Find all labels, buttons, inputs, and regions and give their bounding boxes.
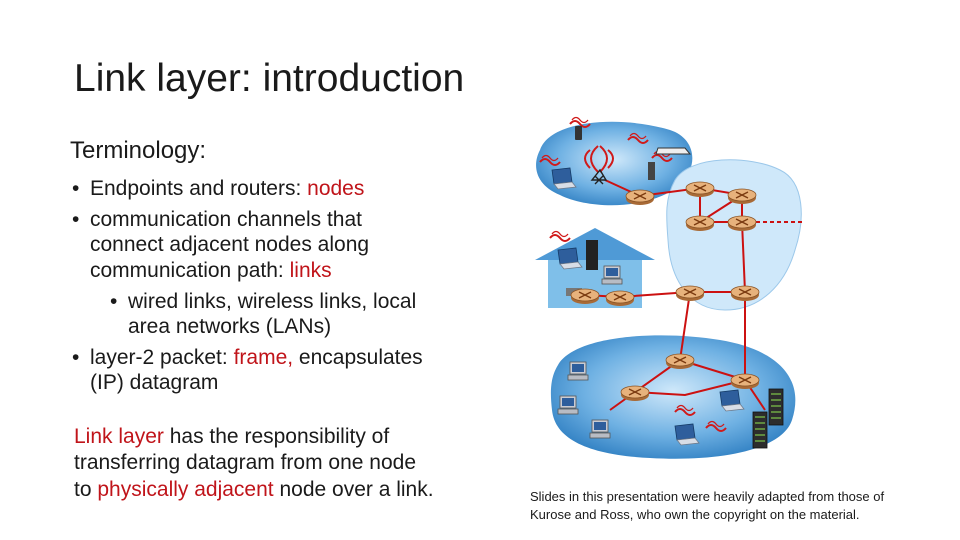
sub-bullet-line2: area networks (LANs) xyxy=(128,314,332,338)
bullet-frame-line2: (IP) datagram xyxy=(90,371,219,395)
para-text-4: node over a link. xyxy=(273,477,434,501)
para-text-2: transferring datagram from one node xyxy=(74,451,417,475)
bullet-list: Endpoints and routers: nodes communicati… xyxy=(72,176,502,402)
desktop-icon xyxy=(557,395,579,415)
highlight-links: links xyxy=(289,258,332,282)
router-icon xyxy=(620,385,650,402)
router-icon xyxy=(727,215,757,232)
phone-icon xyxy=(575,126,582,140)
copyright-credit: Slides in this presentation were heavily… xyxy=(530,488,930,523)
server-icon xyxy=(768,388,784,426)
bullet-nodes-text: Endpoints and routers: xyxy=(90,177,308,200)
slide-title: Link layer: introduction xyxy=(74,57,465,100)
desktop-icon xyxy=(601,265,623,285)
car-icon xyxy=(655,147,692,155)
credit-line2: Kurose and Ross, who own the copyright o… xyxy=(530,506,860,522)
router-icon xyxy=(730,285,760,302)
bullet-frame: layer-2 packet: frame, encapsulates (IP)… xyxy=(72,345,502,395)
bullet-nodes: Endpoints and routers: nodes xyxy=(72,176,502,201)
credit-line1: Slides in this presentation were heavily… xyxy=(530,489,885,504)
sub-bullet-line1: wired links, wireless links, local xyxy=(128,289,417,313)
mobile-network-cloud xyxy=(536,121,693,206)
router-icon xyxy=(685,215,715,232)
router-icon xyxy=(625,189,655,206)
bullet-links: communication channels that connect adja… xyxy=(72,207,502,283)
bullet-frame-post: encapsulates xyxy=(293,346,423,370)
bullet-frame-pre: layer-2 packet: xyxy=(90,346,234,370)
router-icon xyxy=(605,290,635,307)
router-icon xyxy=(675,285,705,302)
bullet-links-line1: communication channels that xyxy=(90,208,362,232)
cell-tower-signal-icon xyxy=(599,145,614,173)
cell-tower-signal-icon xyxy=(584,145,599,173)
desktop-icon xyxy=(589,419,611,439)
router-icon xyxy=(665,353,695,370)
network-diagram xyxy=(535,116,805,459)
terminology-heading: Terminology: xyxy=(70,137,207,164)
desktop-icon xyxy=(567,361,589,381)
highlight-physically-adjacent: physically adjacent xyxy=(97,477,274,501)
router-icon xyxy=(730,373,760,390)
highlight-frame: frame, xyxy=(233,346,294,370)
para-text-3: to xyxy=(74,477,98,501)
router-icon xyxy=(570,288,600,305)
bullet-links-line3: communication path: xyxy=(90,258,290,282)
highlight-link-layer: Link layer xyxy=(74,425,164,448)
highlight-nodes: nodes xyxy=(307,177,365,200)
router-icon xyxy=(685,181,715,198)
bullet-links-line2: connect adjacent nodes along xyxy=(90,233,370,257)
responsibility-paragraph: Link layer has the responsibility of tra… xyxy=(74,424,504,503)
para-text-1: has the responsibility of xyxy=(163,425,390,448)
sub-bullet-link-types: wired links, wireless links, local area … xyxy=(110,289,502,339)
router-icon xyxy=(727,188,757,205)
wireless-signal-icon xyxy=(549,230,571,242)
enterprise-network-cloud xyxy=(550,335,796,459)
home-server-icon xyxy=(586,240,598,270)
traffic-light-icon xyxy=(648,162,655,180)
cell-tower-icon xyxy=(590,168,608,185)
server-icon xyxy=(752,411,768,449)
